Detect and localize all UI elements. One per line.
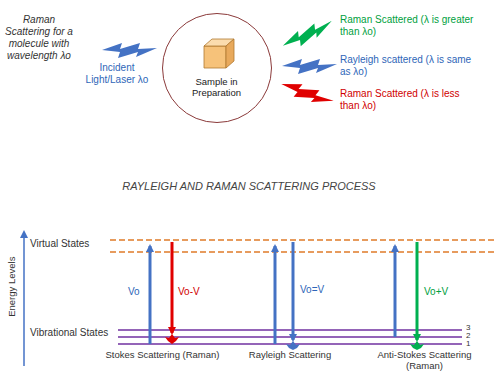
rayleigh-bolt xyxy=(282,59,337,74)
frequency-label: Vo-V xyxy=(178,286,218,298)
scatter-label: Rayleigh scattered (λ is same as λo) xyxy=(340,54,480,78)
incident-label: Incident Light/Laser λo xyxy=(74,62,160,86)
incident-bolt xyxy=(102,43,157,58)
process-label: Rayleigh Scattering xyxy=(230,349,350,360)
node-text: Sample in Preparation xyxy=(175,76,258,99)
transition-arrows xyxy=(150,242,417,344)
process-label: Anti-Stokes Scattering (Raman) xyxy=(362,349,487,372)
level-label: Virtual States xyxy=(30,238,108,250)
raman-bolt xyxy=(280,16,336,53)
raman-bolt xyxy=(279,77,336,110)
impact-stars xyxy=(165,334,424,350)
frequency-label: Vo xyxy=(128,286,148,298)
level-number: 1 xyxy=(466,339,478,349)
energy-axis xyxy=(23,232,25,366)
axis-label: Energy Levels xyxy=(6,251,17,323)
vibrational-states xyxy=(118,330,462,344)
level-label: Vibrational States xyxy=(30,327,116,339)
scatter-label: Raman Scattered (λ is less than λo) xyxy=(340,88,480,112)
process-label: Stokes Scattering (Raman) xyxy=(105,349,220,360)
virtual-states xyxy=(110,240,494,252)
caption-note: Raman Scattering for a molecule with wav… xyxy=(2,14,76,62)
frequency-label: Vo+V xyxy=(424,286,469,298)
sample-circle: Sample in Preparation xyxy=(162,13,272,123)
scatter-label: Raman Scattered (λ is greater than λo) xyxy=(340,14,480,38)
sample-cube xyxy=(204,39,234,68)
section-title: RAYLEIGH AND RAMAN SCATTERING PROCESS xyxy=(0,180,498,193)
frequency-label: Vo=V xyxy=(300,284,345,296)
